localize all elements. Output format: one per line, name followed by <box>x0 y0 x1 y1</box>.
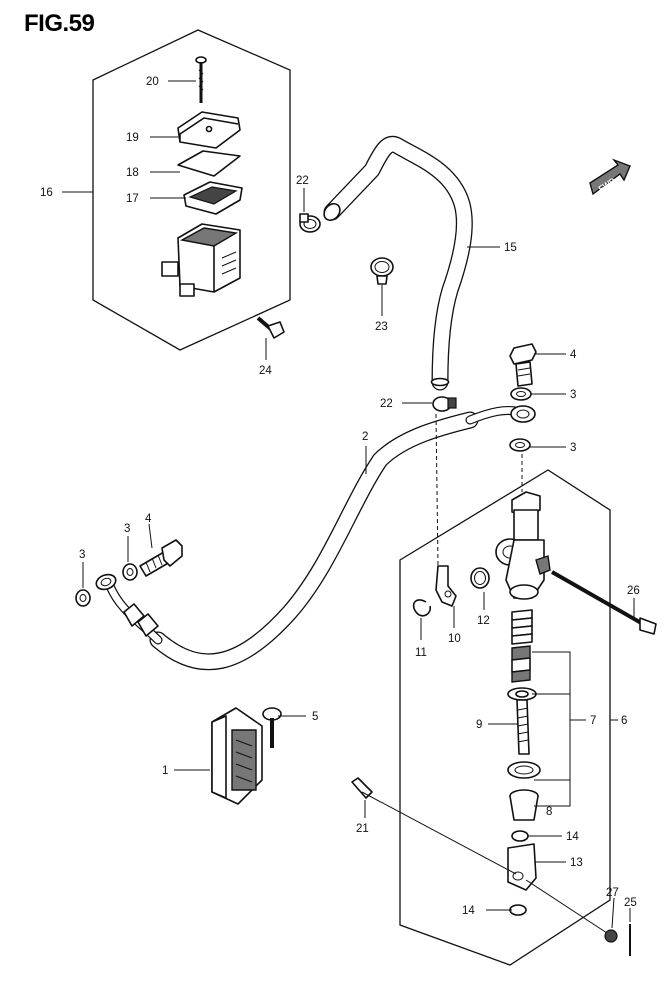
callout-13: 13 <box>570 857 583 869</box>
guard-screw-icon <box>262 707 282 748</box>
reservoir-group-frame <box>92 29 291 351</box>
hose-clamp-2-icon <box>432 396 457 412</box>
o-ring-icon <box>470 567 490 589</box>
reservoir-body-icon <box>161 223 241 297</box>
callout-22-top: 22 <box>296 175 309 187</box>
callout-14-lower: 14 <box>462 905 475 917</box>
callout-26: 26 <box>627 585 640 597</box>
callout-18: 18 <box>126 167 139 179</box>
circlip-icon <box>412 599 432 617</box>
heat-guard-icon <box>211 707 263 805</box>
callout-23: 23 <box>375 321 388 333</box>
callout-14-upper: 14 <box>566 831 579 843</box>
callout-2: 2 <box>362 431 368 443</box>
reservoir-cap-icon <box>177 111 241 149</box>
callout-20: 20 <box>146 76 159 88</box>
left-union-bolt-icon <box>139 539 183 577</box>
washer-2-icon <box>509 438 531 452</box>
retainer-ring-icon <box>507 761 541 779</box>
figure-title: FIG.59 <box>24 10 95 37</box>
callout-12: 12 <box>477 615 490 627</box>
callout-24: 24 <box>259 365 272 377</box>
callout-17: 17 <box>126 193 139 205</box>
callout-8: 8 <box>546 806 552 818</box>
hose-clamp-icon <box>299 213 321 233</box>
callouts: 20 19 18 17 16 22 23 24 15 4 3 22 3 2 3 … <box>40 76 640 917</box>
reservoir-screw-icon <box>195 56 207 103</box>
callout-4-left: 4 <box>145 513 152 525</box>
clevis-pin-icon <box>351 777 611 936</box>
callout-19: 19 <box>126 132 139 144</box>
callout-3-right-a: 3 <box>570 389 576 401</box>
union-bolt-icon <box>509 343 537 387</box>
leader-lines <box>62 80 635 929</box>
spring-icon <box>511 609 533 683</box>
push-rod-icon <box>507 687 537 755</box>
callout-16: 16 <box>40 187 53 199</box>
callout-3-right-b: 3 <box>570 442 576 454</box>
callout-6: 6 <box>621 715 627 727</box>
boot-icon <box>509 789 539 821</box>
callout-25: 25 <box>624 897 637 909</box>
callout-15: 15 <box>504 242 517 254</box>
mounting-bolt-icon <box>551 570 657 635</box>
reservoir-bolt-icon <box>256 316 285 339</box>
callout-22-mid: 22 <box>380 398 393 410</box>
callout-1: 1 <box>162 765 168 777</box>
callout-27: 27 <box>606 887 619 899</box>
callout-4-right: 4 <box>570 349 577 361</box>
callout-3-left-b: 3 <box>79 549 85 561</box>
washer-icon <box>510 387 532 401</box>
callout-11: 11 <box>415 647 427 659</box>
left-washer-icon <box>75 589 91 607</box>
callout-5: 5 <box>312 711 318 723</box>
reservoir-hose <box>323 135 473 391</box>
brake-hose <box>95 405 536 671</box>
reservoir-diaphragm-icon <box>183 181 243 215</box>
washer-small-icon <box>604 929 618 943</box>
callout-10: 10 <box>448 633 461 645</box>
callout-7: 7 <box>590 715 596 727</box>
rod-end-icon <box>507 830 537 916</box>
bracket-pin-icon <box>435 565 457 607</box>
master-cylinder-group-frame <box>399 469 611 966</box>
master-cylinder-body-icon <box>495 491 551 600</box>
clamp-icon <box>370 257 394 285</box>
reservoir-plate-icon <box>177 150 241 177</box>
left-washer-2-icon <box>122 563 138 581</box>
fwd-arrow-icon: FWD <box>589 158 631 196</box>
callout-3-left-a: 3 <box>124 523 130 535</box>
callout-9: 9 <box>476 719 482 731</box>
callout-21: 21 <box>356 823 369 835</box>
